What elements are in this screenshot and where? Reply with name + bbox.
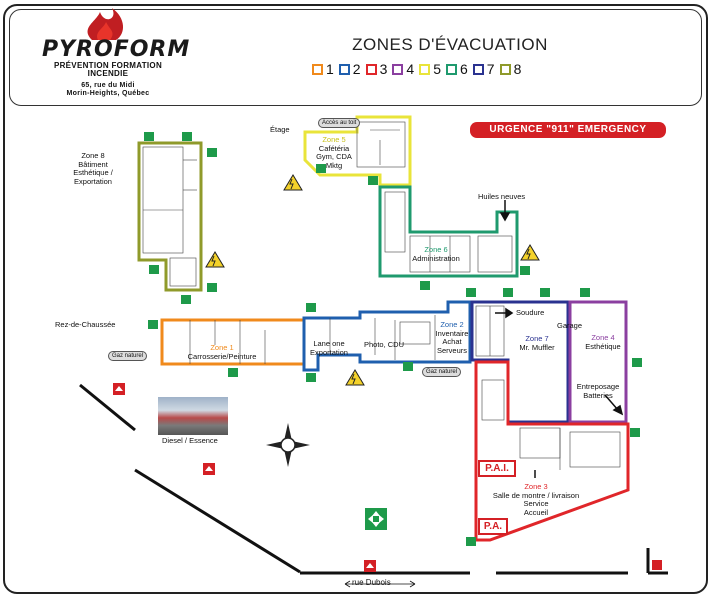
address-line-1: 65, rue du Midi [81,82,135,89]
exit-sign-icon [306,373,316,382]
legend-swatch [365,63,377,75]
electric-hazard-icon [520,244,540,261]
legend-zone-8: 8 [499,61,521,77]
electric-hazard-icon [345,369,365,386]
legend-swatch [472,63,484,75]
exit-sign-icon [181,295,191,304]
garage-label: Garage [557,321,583,330]
natural-gas-label: Gaz naturel [422,367,462,377]
exit-sign-icon [182,132,192,141]
compass-icon [266,423,310,467]
map-frame [3,4,708,594]
diesel-station-photo [158,397,228,435]
street-label: rue Dubois [352,578,391,587]
zone-2-outline [302,300,472,372]
exit-sign-icon [306,303,316,312]
emergency-banner: URGENCE "911" EMERGENCY [470,122,666,138]
legend-swatch [338,63,350,75]
legend-swatch [419,63,431,75]
new-oils-label: Huiles neuves [478,192,526,201]
brand-tagline-2: INCENDIE [87,69,129,78]
zone-6-outline [378,185,519,278]
brand-logo: PYROFORM [42,37,191,62]
exit-signs [144,132,642,546]
page-title: ZONES D'ÉVACUATION [352,35,548,54]
legend-swatch [445,63,457,75]
legend-swatch [392,63,404,75]
exit-sign-icon [420,281,430,290]
legend-swatch [499,63,511,75]
photo-cdu-label: Photo, CDU [364,340,405,349]
legend-zone-1: 1 [312,61,334,77]
exit-sign-icon [466,288,476,297]
exit-sign-icon [520,266,530,275]
exit-sign-icon [580,288,590,297]
welding-label: Soudure [516,308,545,317]
exit-sign-icon [148,320,158,329]
exit-sign-icon [540,288,550,297]
header-panel [9,9,702,106]
exit-sign-icon [630,428,640,437]
fire-equipment-icon [652,560,662,570]
exit-sign-icon [144,132,154,141]
electric-hazard-icon [205,251,225,268]
legend-zone-4: 4 [392,61,414,77]
roof-access-label: Accès au toit [318,118,361,128]
zone-8-outline [137,141,203,292]
exit-sign-icon [207,148,217,157]
exit-sign-icon [632,358,642,367]
exit-sign-icon [403,362,413,371]
exit-sign-icon [207,283,217,292]
diesel-label: Diesel / Essence [162,436,218,445]
exit-sign-icon [316,164,326,173]
legend-zone-7: 7 [472,61,495,77]
assembly-point-icon [365,508,387,530]
legend-zone-5: 5 [419,61,441,77]
pa-label: P.A. [478,518,508,535]
zone-4-outline [568,300,628,424]
floor-label-etage: Étage [270,125,290,134]
exit-sign-icon [503,288,513,297]
address-line-2: Morin-Heights, Québec [66,90,150,97]
electric-hazard-icon [283,174,303,191]
brand-tagline-1: PRÉVENTION FORMATION [53,61,163,70]
zone-legend: 1 2 3 4 5 6 7 8 [312,61,526,77]
floor-label-rez: Rez-de-Chaussée [55,320,116,329]
exit-sign-icon [149,265,159,274]
natural-gas-label: Gaz naturel [108,351,148,361]
exit-sign-icon [228,368,238,377]
legend-swatch [312,63,323,75]
zone-3-outline [474,360,630,542]
exit-sign-icon [368,176,378,185]
exit-sign-icon [466,537,476,546]
legend-zone-2: 2 [338,61,361,77]
legend-zone-3: 3 [365,61,387,77]
legend-zone-6: 6 [445,61,468,77]
pai-label: P.A.I. [478,460,516,477]
